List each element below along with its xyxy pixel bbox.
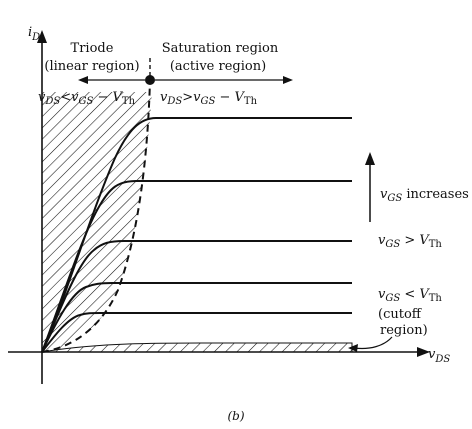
cutoff-sublabel: region) — [380, 323, 428, 338]
cutoff-hatched-strip — [41, 342, 353, 353]
saturation-label: Saturation region — [162, 41, 279, 56]
boundary-dot — [145, 75, 155, 85]
x-axis-arrowhead — [417, 347, 430, 357]
x-axis-label: vDS — [428, 347, 450, 365]
vgs-gt-vth-label: vGS > VTh — [378, 233, 442, 250]
curve-vgs-1 — [41, 117, 352, 353]
vgs-increases-arrow-head — [365, 152, 375, 165]
triode-arrow-head-left — [78, 76, 88, 84]
saturation-arrow-head-right — [283, 76, 293, 84]
triode-condition: vDS<vGS − VTh — [38, 90, 136, 107]
y-axis-label: iD — [28, 25, 40, 43]
cutoff-pointer-head — [348, 344, 358, 352]
triode-hatched-region — [42, 92, 152, 352]
saturation-condition: vDS>vGS − VTh — [160, 90, 258, 107]
cutoff-pointer-arrow — [353, 336, 393, 350]
saturation-sublabel: (active region) — [170, 59, 266, 74]
curve-vgs-3 — [41, 240, 352, 353]
y-axis-arrowhead — [37, 30, 47, 43]
figure-caption: (b) — [227, 409, 244, 423]
triode-sublabel: (linear region) — [44, 59, 139, 74]
saturation-boundary-dashed — [41, 79, 151, 353]
curve-vgs-5 — [41, 312, 352, 353]
characteristic-curves — [41, 117, 352, 353]
cutoff-label: (cutoff — [378, 307, 423, 322]
vgs-increases-label: vGS increases — [380, 187, 469, 204]
vgs-lt-vth-label: vGS < VTh — [378, 287, 442, 304]
curve-vgs-2 — [41, 180, 352, 353]
curve-vgs-4 — [41, 282, 352, 353]
triode-label: Triode — [71, 41, 114, 56]
